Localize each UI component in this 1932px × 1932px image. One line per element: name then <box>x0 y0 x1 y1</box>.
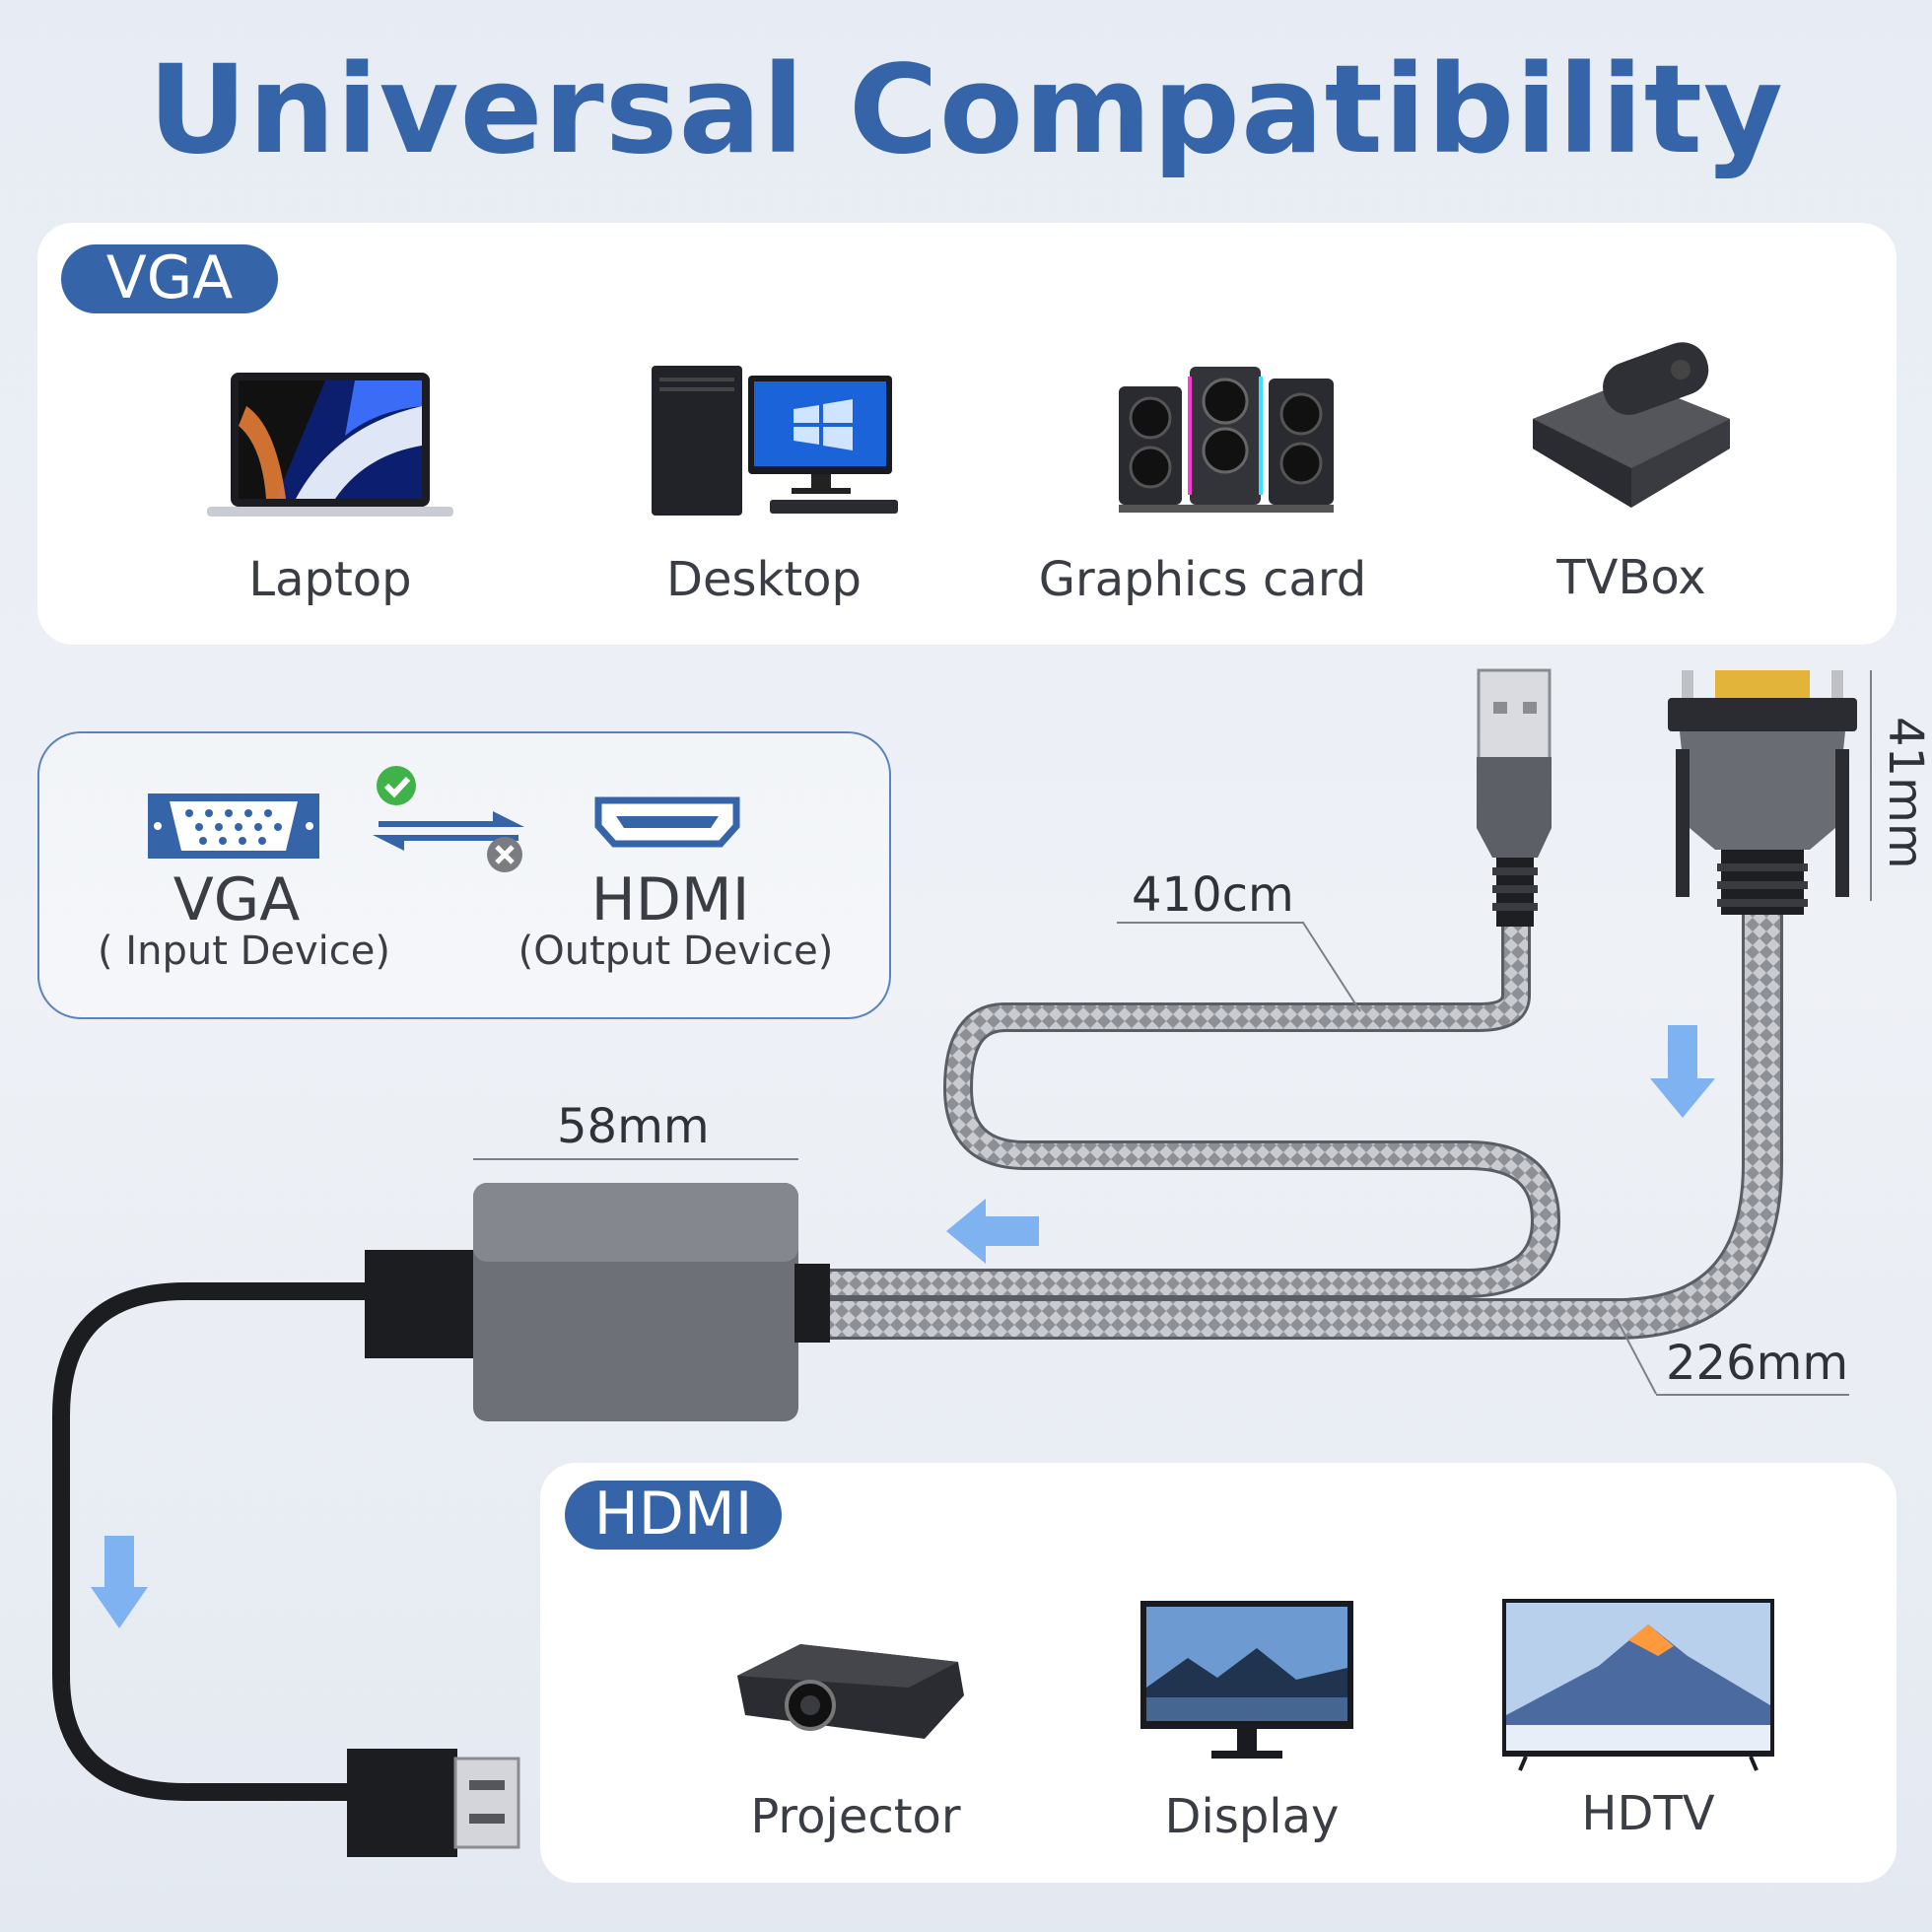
page-title: Universal Compatibility <box>148 39 1784 181</box>
device-label-hdtv: HDTV <box>1581 1786 1715 1841</box>
output-port-desc: (Output Device) <box>518 929 834 974</box>
cable-length-underline <box>1117 922 1304 924</box>
cable-section-underline <box>1656 1394 1849 1396</box>
vga-badge: VGA <box>61 244 278 313</box>
input-port-desc: ( Input Device) <box>97 929 390 974</box>
tv-box-icon <box>1533 342 1730 508</box>
device-label-laptop: Laptop <box>248 552 412 607</box>
vga-port-icon <box>148 794 319 859</box>
cable-section-label: 226mm <box>1666 1336 1849 1391</box>
adapter-width-label: 58mm <box>557 1099 710 1154</box>
device-label-display: Display <box>1164 1789 1340 1844</box>
device-label-graphics-card: Graphics card <box>1038 552 1367 607</box>
output-port-name: HDMI <box>590 865 750 934</box>
hdmi-port-icon <box>594 796 740 848</box>
desktop-computer-icon <box>652 366 898 516</box>
device-label-tvbox: TVBox <box>1556 550 1706 605</box>
hdtv-icon <box>1502 1599 1774 1771</box>
projector-icon <box>737 1644 964 1739</box>
signal-direction-panel <box>37 731 891 1019</box>
monitor-icon <box>1140 1601 1353 1759</box>
vga-plug-height-label: 41mm <box>1878 717 1932 869</box>
input-port-name: VGA <box>172 865 301 934</box>
device-label-desktop: Desktop <box>666 552 862 607</box>
device-label-projector: Projector <box>750 1789 961 1844</box>
hdmi-badge: HDMI <box>565 1481 782 1550</box>
graphics-card-icon <box>1119 367 1334 513</box>
adapter-width-underline <box>473 1158 798 1160</box>
direction-arrows-icon <box>373 766 524 872</box>
cable-length-label: 410cm <box>1132 867 1294 923</box>
laptop-icon <box>207 373 453 517</box>
